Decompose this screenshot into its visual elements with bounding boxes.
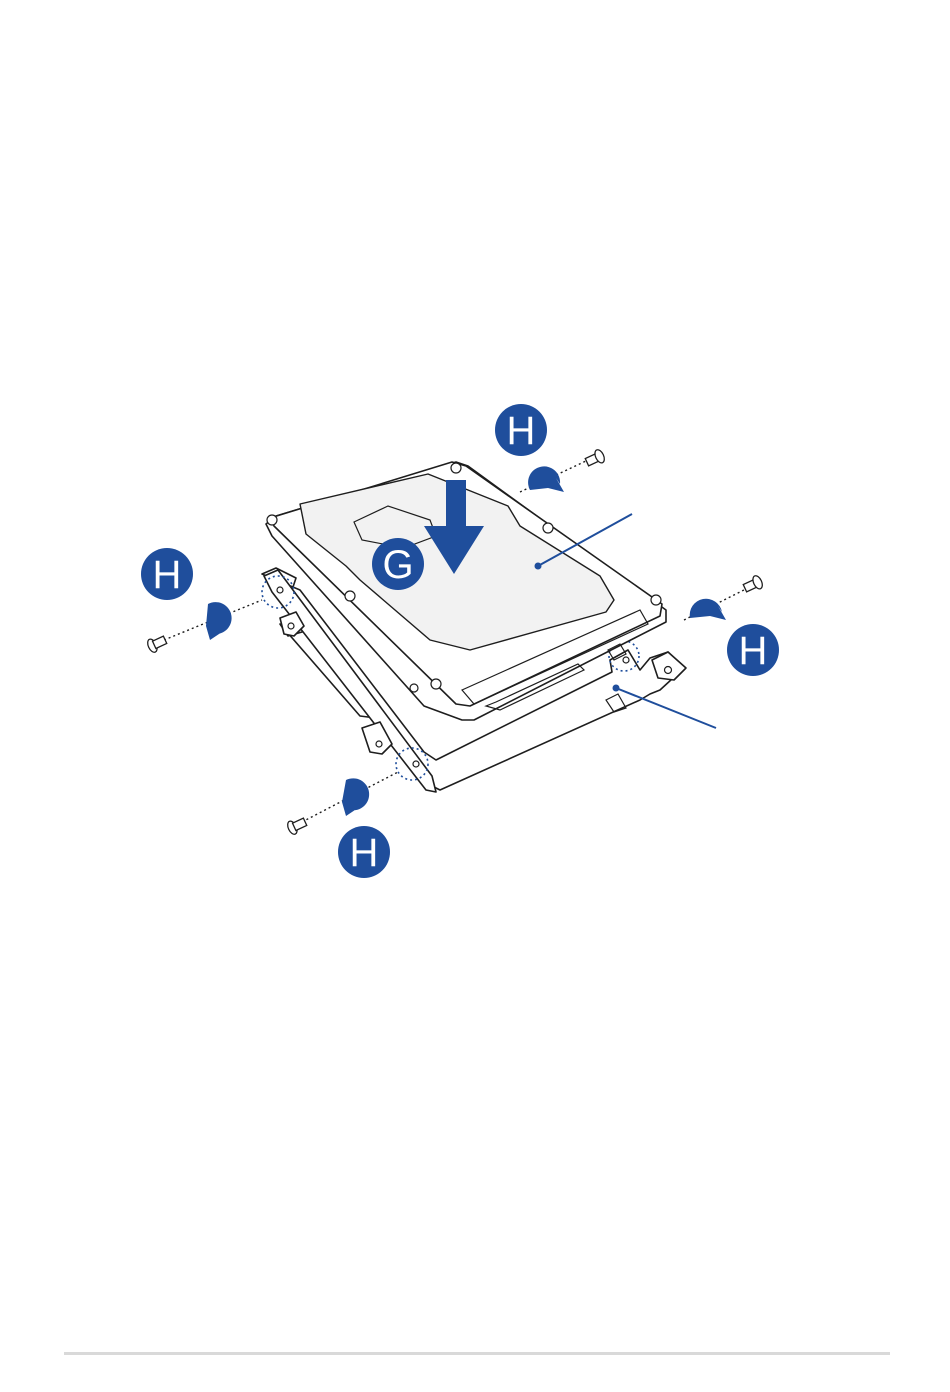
screw-icon — [742, 574, 764, 594]
callout-g: G — [372, 538, 424, 590]
rotate-arrow-icon — [342, 778, 369, 816]
callout-h-left: H — [141, 548, 193, 600]
footer-rule — [64, 1352, 890, 1355]
screw-icon — [146, 633, 168, 653]
callout-g-label: G — [382, 543, 413, 587]
callout-h-left-label: H — [153, 553, 182, 597]
screw-top-right — [520, 448, 606, 492]
callout-h-right: H — [727, 624, 779, 676]
rotate-arrow-icon — [206, 602, 232, 640]
rotate-arrow-icon — [528, 466, 564, 492]
callout-h-bottom: H — [338, 826, 390, 878]
callout-h-right-label: H — [739, 629, 768, 673]
screw-icon — [584, 448, 606, 468]
callout-h-bottom-label: H — [350, 831, 379, 875]
screw-left — [146, 600, 262, 654]
callout-h-top: H — [495, 404, 547, 456]
screw-right — [684, 574, 764, 620]
screw-bottom — [286, 772, 398, 836]
callout-h-top-label: H — [507, 409, 536, 453]
screw-icon — [286, 815, 308, 835]
